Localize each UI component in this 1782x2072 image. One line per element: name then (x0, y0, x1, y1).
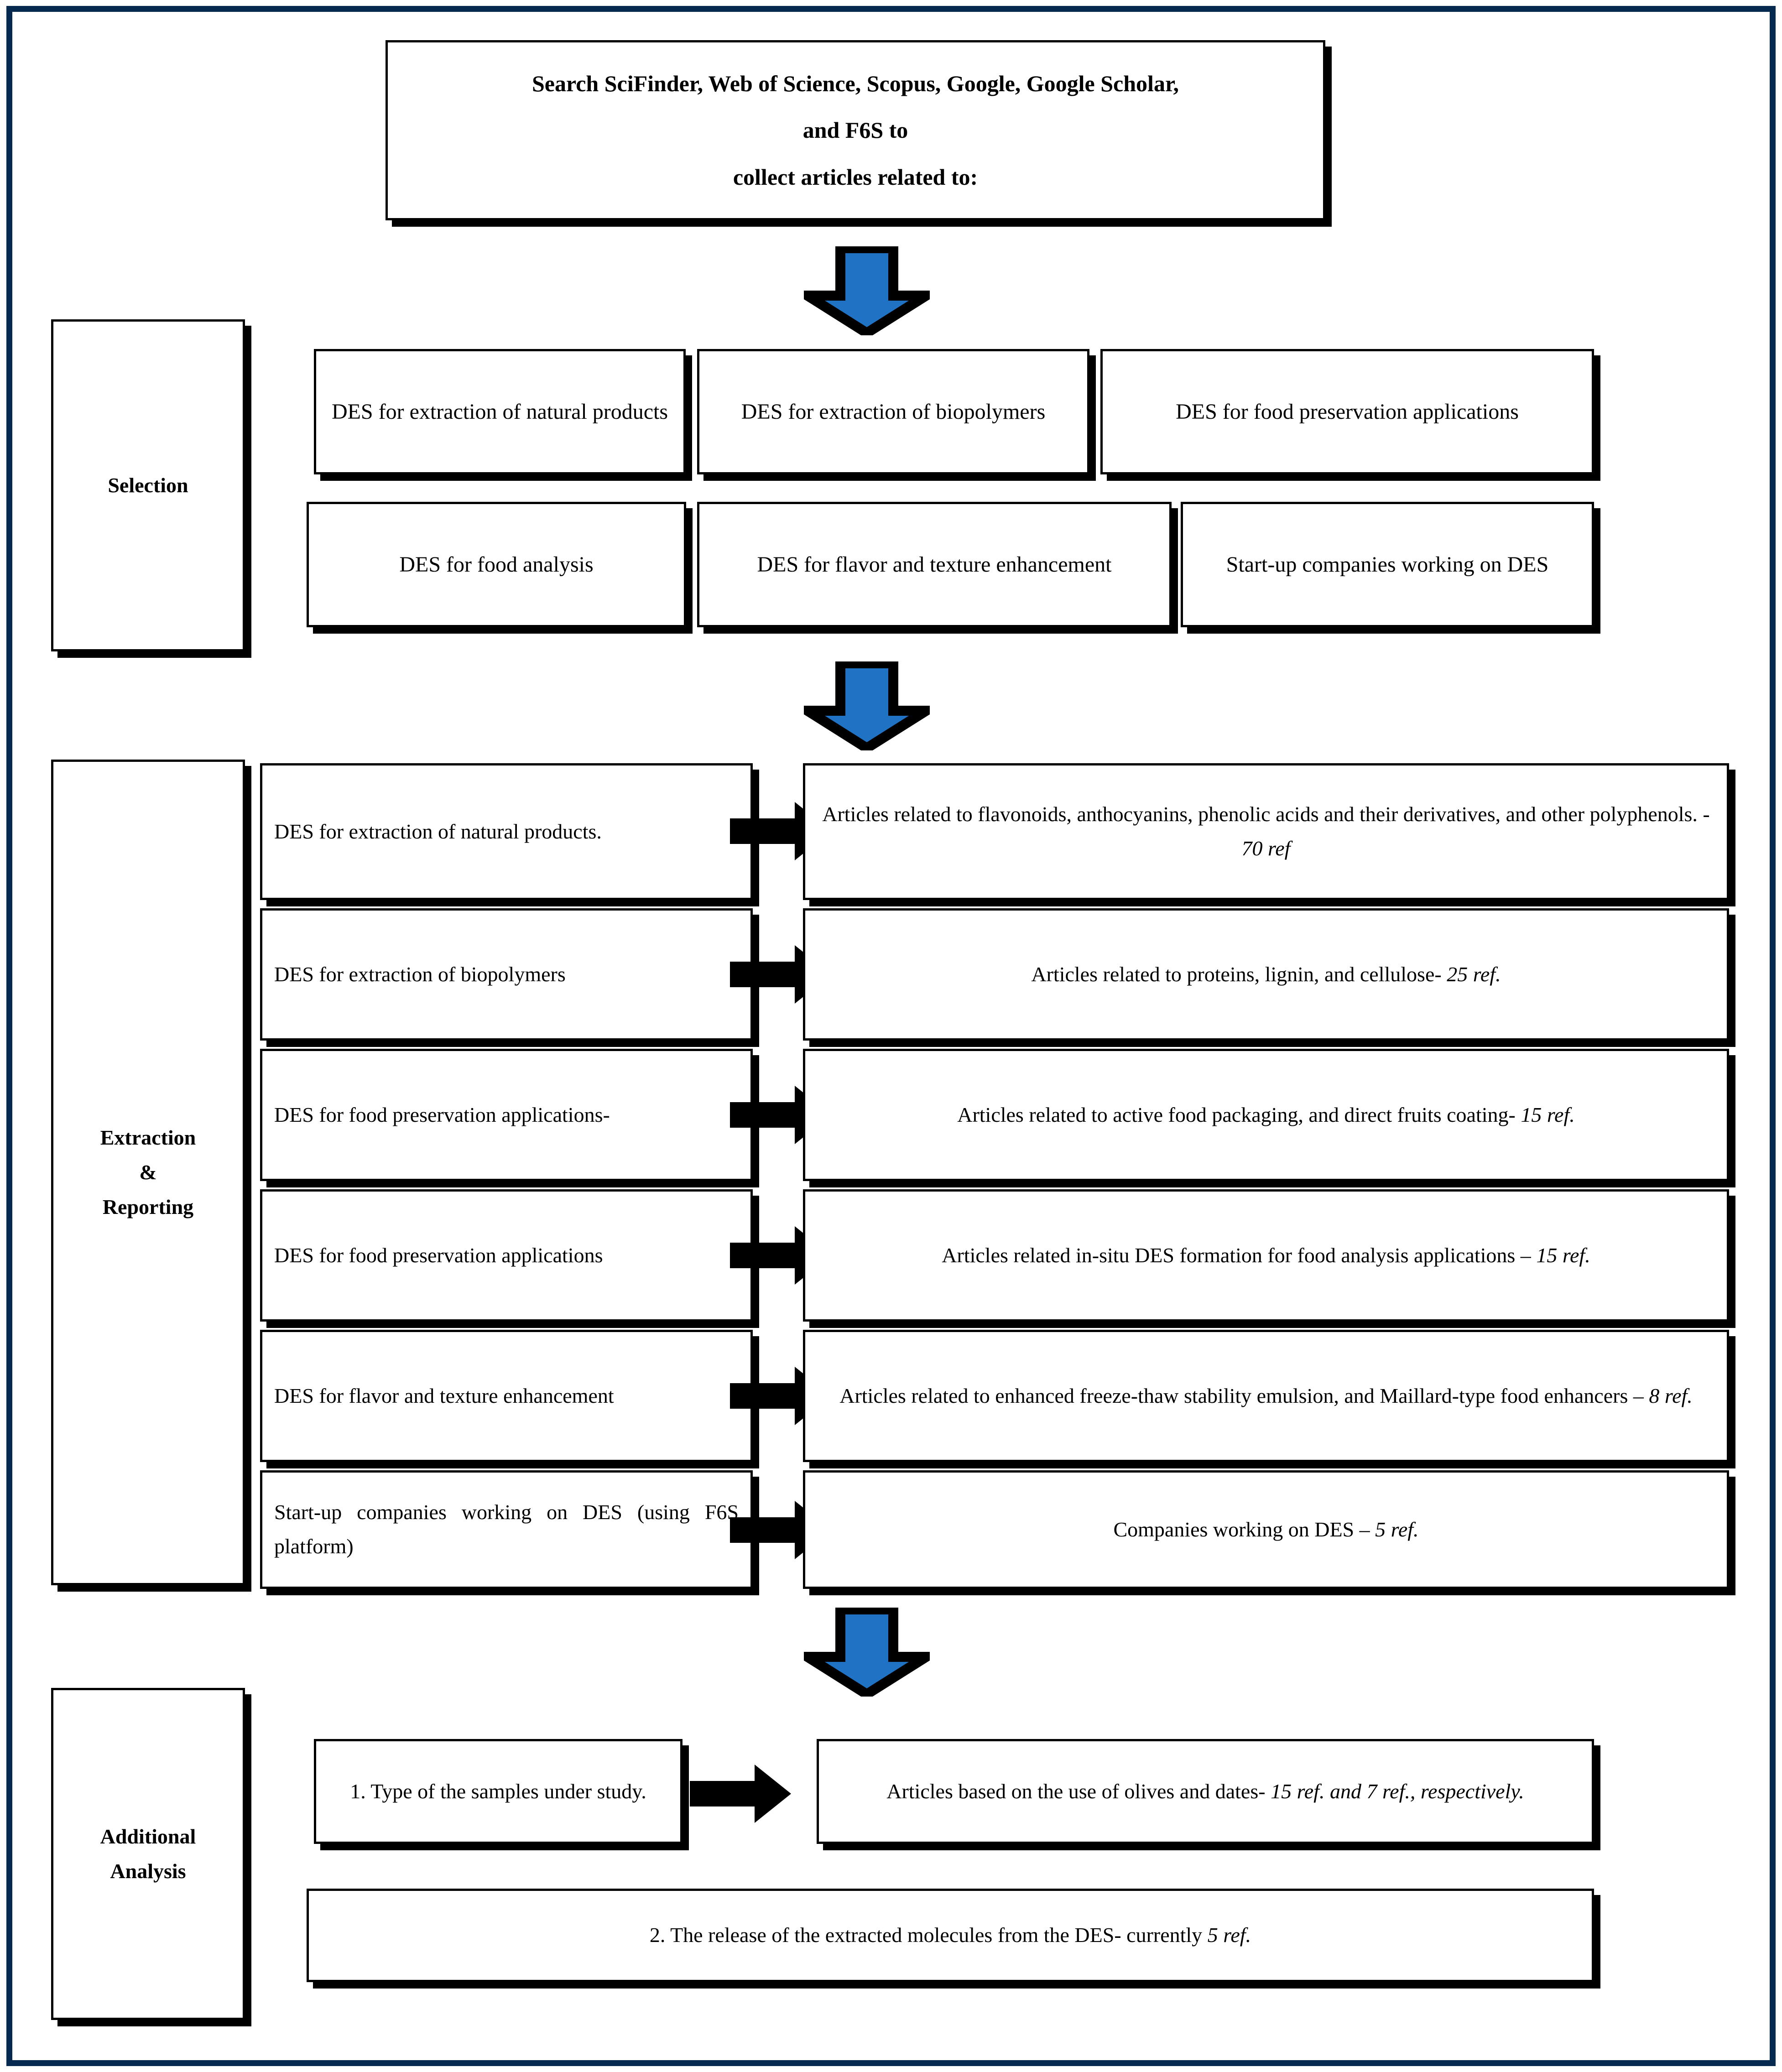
extraction-category-box: Start-up companies working on DES (using… (260, 1470, 753, 1589)
search-sources-box: Search SciFinder, Web of Science, Scopus… (386, 40, 1325, 220)
arrow-down-icon (804, 1608, 930, 1697)
additional-sample-result-box: Articles based on the use of olives and … (817, 1739, 1594, 1844)
extraction-category-box: DES for food preservation applications- (260, 1049, 753, 1181)
extraction-result-box: Articles related to enhanced freeze-thaw… (803, 1330, 1729, 1462)
extraction-category-label: DES for food preservation applications (274, 1243, 603, 1267)
arrow-down-icon (804, 661, 930, 750)
selection-box-natural-products: DES for extraction of natural products (314, 349, 686, 474)
extraction-result-box: Articles related to flavonoids, anthocya… (803, 763, 1729, 900)
selection-box-food-preservation: DES for food preservation applications (1100, 349, 1594, 474)
stage-label-additional-line-2: Analysis (110, 1859, 186, 1883)
search-title-line-1: Search SciFinder, Web of Science, Scopus… (531, 70, 1179, 96)
stage-label-extraction-reporting: Extraction & Reporting (51, 760, 245, 1585)
extraction-category-label: Start-up companies working on DES (using… (274, 1500, 739, 1558)
selection-box-biopolymers: DES for extraction of biopolymers (697, 349, 1089, 474)
extraction-result-refcount: 25 ref. (1447, 962, 1501, 986)
extraction-result-plain: Articles related to active food packagin… (957, 1103, 1516, 1126)
stage-label-extraction-line-3: Reporting (102, 1195, 194, 1218)
selection-box-label: DES for food analysis (399, 552, 594, 577)
extraction-result-box: Articles related to proteins, lignin, an… (803, 908, 1729, 1041)
additional-sample-type-label: 1. Type of the samples under study. (350, 1779, 646, 1803)
selection-box-food-analysis: DES for food analysis (307, 502, 686, 627)
extraction-result-refcount: 70 ref (1241, 837, 1291, 860)
extraction-result-box: Companies working on DES – 5 ref. (803, 1470, 1729, 1589)
stage-label-selection-text: Selection (108, 474, 188, 497)
selection-box-label: DES for flavor and texture enhancement (757, 552, 1112, 577)
extraction-result-plain: Articles related to proteins, lignin, an… (1031, 962, 1442, 986)
selection-box-label: DES for food preservation applications (1176, 399, 1519, 424)
extraction-category-box: DES for food preservation applications (260, 1189, 753, 1322)
stage-label-extraction-line-1: Extraction (100, 1126, 196, 1150)
selection-box-label: DES for extraction of biopolymers (741, 399, 1046, 424)
additional-release-text: 2. The release of the extracted molecule… (321, 1918, 1580, 1952)
additional-release-box: 2. The release of the extracted molecule… (307, 1889, 1594, 1982)
extraction-result-text: Articles related to enhanced freeze-thaw… (817, 1379, 1715, 1413)
search-title-line-3: collect articles related to: (733, 164, 978, 190)
search-title-line-2: and F6S to (802, 117, 908, 143)
additional-sample-type-box: 1. Type of the samples under study. (314, 1739, 683, 1844)
extraction-result-box: Articles related to active food packagin… (803, 1049, 1729, 1181)
extraction-result-text: Companies working on DES – 5 ref. (817, 1513, 1715, 1547)
extraction-category-box: DES for flavor and texture enhancement (260, 1330, 753, 1462)
extraction-category-label: DES for extraction of biopolymers (274, 962, 566, 986)
additional-result-plain: Articles based on the use of olives and … (886, 1779, 1266, 1803)
extraction-result-text: Articles related to proteins, lignin, an… (817, 958, 1715, 992)
extraction-result-refcount: 8 ref. (1649, 1384, 1693, 1407)
extraction-result-plain: Companies working on DES – (1113, 1517, 1370, 1541)
additional-result-refcount: 15 ref. and 7 ref., respectively. (1271, 1779, 1524, 1803)
stage-label-additional-analysis: Additional Analysis (51, 1688, 245, 2020)
arrow-right-icon (690, 1765, 791, 1823)
selection-box-label: DES for extraction of natural products (331, 399, 668, 424)
extraction-result-text: Articles related to flavonoids, anthocya… (817, 797, 1715, 865)
additional-release-plain: 2. The release of the extracted molecule… (649, 1923, 1208, 1947)
selection-box-flavor-texture: DES for flavor and texture enhancement (697, 502, 1172, 627)
selection-box-startup-companies: Start-up companies working on DES (1181, 502, 1594, 627)
selection-box-label: Start-up companies working on DES (1226, 552, 1549, 577)
extraction-result-text: Articles related in-situ DES formation f… (817, 1239, 1715, 1273)
arrow-down-icon (804, 246, 930, 335)
extraction-result-plain: Articles related in-situ DES formation f… (942, 1243, 1531, 1267)
extraction-category-label: DES for flavor and texture enhancement (274, 1384, 614, 1407)
stage-label-extraction-line-2: & (139, 1161, 157, 1184)
stage-label-additional-line-1: Additional (100, 1825, 196, 1848)
extraction-category-box: DES for extraction of biopolymers (260, 908, 753, 1041)
extraction-result-box: Articles related in-situ DES formation f… (803, 1189, 1729, 1322)
extraction-result-plain: Articles related to flavonoids, anthocya… (822, 802, 1710, 826)
extraction-category-label: DES for food preservation applications- (274, 1103, 610, 1126)
figure-outer-border (6, 6, 1776, 2066)
extraction-result-refcount: 5 ref. (1375, 1517, 1419, 1541)
extraction-result-plain: Articles related to enhanced freeze-thaw… (839, 1384, 1644, 1407)
extraction-result-text: Articles related to active food packagin… (817, 1098, 1715, 1132)
extraction-result-refcount: 15 ref. (1536, 1243, 1590, 1267)
additional-sample-result-text: Articles based on the use of olives and … (831, 1775, 1580, 1809)
extraction-category-label: DES for extraction of natural products. (274, 819, 602, 843)
additional-release-refcount: 5 ref. (1207, 1923, 1251, 1947)
extraction-category-box: DES for extraction of natural products. (260, 763, 753, 900)
extraction-result-refcount: 15 ref. (1521, 1103, 1575, 1126)
stage-label-selection: Selection (51, 319, 245, 651)
